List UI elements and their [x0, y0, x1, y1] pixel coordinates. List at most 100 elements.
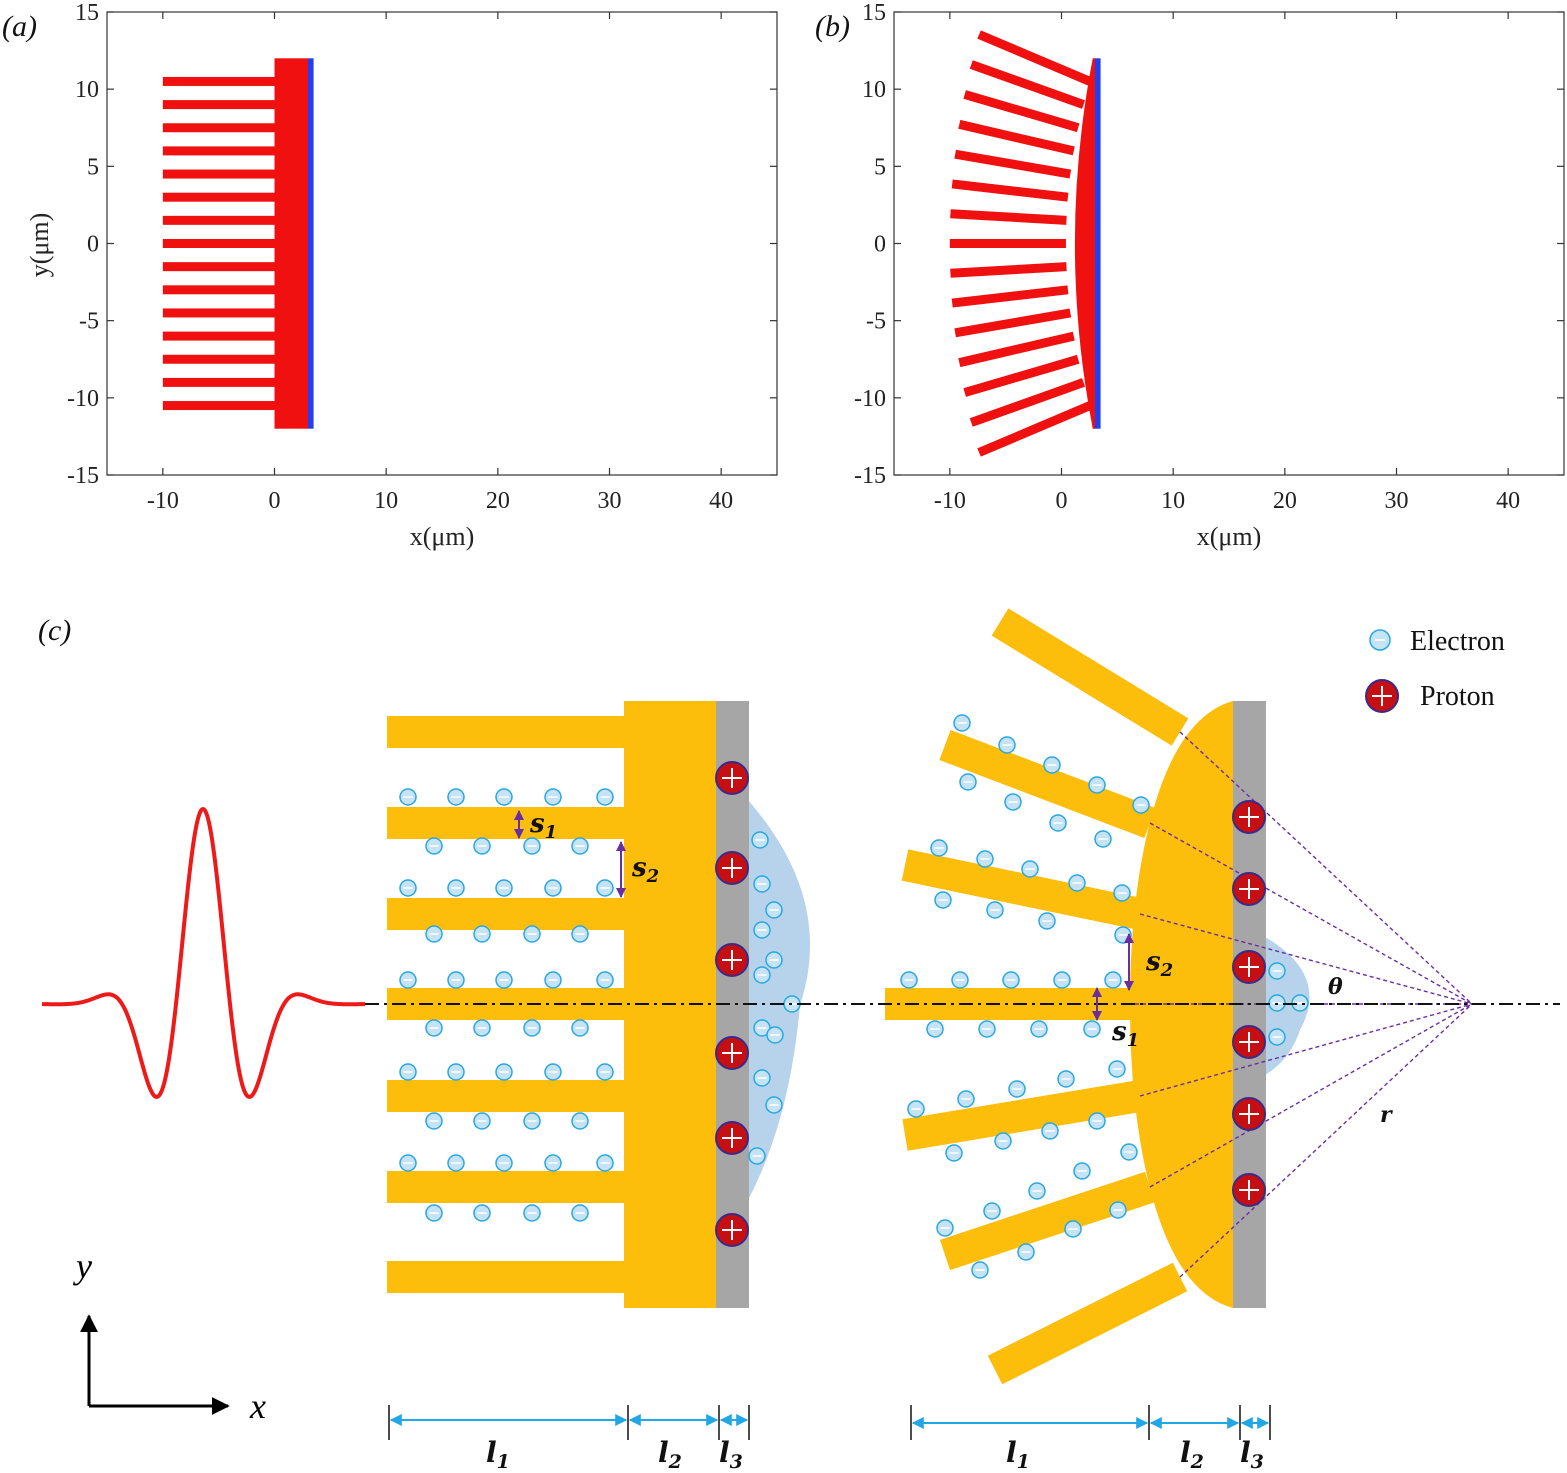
- gold-nanowire-left: [387, 1261, 627, 1293]
- panel-c-label: (c): [38, 614, 71, 647]
- nanowire-b: [977, 30, 1092, 86]
- l2-label-right: l2: [1180, 1436, 1204, 1473]
- y-tick-label: -10: [854, 386, 886, 412]
- gold-nanowire-left: [387, 807, 627, 839]
- nanowire-b: [954, 308, 1072, 338]
- spacing-marks-left: s1 s2: [514, 809, 659, 898]
- x-tick-label: 20: [486, 488, 510, 514]
- y-tick-label: 15: [862, 0, 886, 26]
- x-tick-label: 20: [1273, 488, 1297, 514]
- l3-label-right: l3: [1240, 1436, 1264, 1473]
- gold-nanowire-left: [387, 898, 627, 930]
- s1-label-right: s1: [1111, 1017, 1139, 1051]
- electron-cloud-left: [748, 800, 811, 1200]
- l1-label-right: l1: [1006, 1436, 1030, 1473]
- nanowire-a: [162, 331, 275, 341]
- y-tick-label: 10: [862, 77, 886, 103]
- y-tick-label: -10: [67, 386, 99, 412]
- nanowire-a: [162, 401, 275, 411]
- nanowire-b: [977, 401, 1092, 457]
- y-tick-label: -5: [866, 309, 886, 335]
- electrons-left: [399, 788, 801, 1222]
- nanowire-b: [951, 285, 1069, 308]
- gold-nanowire-right: [939, 1171, 1156, 1271]
- panel-c: (c) Electron Proton: [38, 608, 1560, 1473]
- nanowire-b: [951, 179, 1069, 202]
- electrons-right: [900, 714, 1309, 1279]
- gold-nanowire-right: [991, 608, 1189, 746]
- r-label: r: [1380, 1102, 1393, 1128]
- nanowire-a: [162, 169, 275, 179]
- focus-line: [1179, 1003, 1473, 1278]
- x-tick-label: 0: [269, 488, 281, 514]
- x-tick-label: 30: [598, 488, 622, 514]
- y-axis-label-a: y(μm): [25, 213, 54, 277]
- laser-pulse: [42, 806, 365, 1099]
- nanowire-a: [162, 215, 275, 225]
- substrate-a: [308, 58, 314, 429]
- flat-comb-target: [162, 58, 314, 429]
- nanowire-b: [969, 378, 1086, 427]
- curved-comb-target: [949, 30, 1101, 457]
- protons-left: [715, 761, 749, 1247]
- y-tick-label: -5: [79, 309, 99, 335]
- legend: Electron Proton: [1365, 626, 1505, 713]
- nanowire-b: [950, 262, 1067, 278]
- panel-b-label: (b): [815, 10, 850, 43]
- target-base-b: [1074, 58, 1095, 429]
- l1-label-left: l1: [486, 1436, 510, 1473]
- l3-label-left: l3: [719, 1436, 743, 1473]
- nanowire-b: [950, 209, 1067, 225]
- nanowire-a: [162, 100, 275, 110]
- nanowire-a: [162, 123, 275, 133]
- nanowire-a: [162, 308, 275, 318]
- y-tick-label: 5: [87, 154, 99, 180]
- target-base-a: [274, 58, 308, 429]
- y-tick-label: 15: [75, 0, 99, 26]
- x-tick-label: 0: [1056, 488, 1068, 514]
- y-axis-symbol: y: [73, 1246, 92, 1286]
- gold-nanowire-left: [387, 716, 627, 748]
- gold-nanowire-right: [902, 1080, 1143, 1151]
- s2-label-right: s2: [1145, 947, 1173, 981]
- y-tick-label: -15: [67, 463, 99, 489]
- y-tick-label: -15: [854, 463, 886, 489]
- theta-label: θ: [1328, 974, 1343, 1000]
- focus-line: [1149, 1003, 1473, 1188]
- gold-nanowire-left: [387, 1080, 627, 1112]
- nanowire-a: [162, 146, 275, 156]
- x-tick-label: 40: [1496, 488, 1520, 514]
- gold-nanowire-right: [901, 849, 1144, 930]
- x-axis-symbol: x: [249, 1386, 266, 1426]
- gold-nanowire-left: [387, 1171, 627, 1203]
- focus-lines: [1135, 731, 1473, 1278]
- panel-a-label: (a): [2, 10, 37, 43]
- x-tick-label: 10: [374, 488, 398, 514]
- nanowire-b: [963, 354, 1080, 397]
- nanowire-b: [963, 90, 1080, 133]
- curved-target-schematic: [885, 608, 1473, 1385]
- nanowire-a: [162, 239, 275, 248]
- x-tick-label: -10: [934, 488, 966, 514]
- nanowire-b: [969, 60, 1086, 109]
- nanowire-a: [162, 354, 275, 364]
- substrate-b: [1095, 58, 1101, 429]
- legend-proton-label: Proton: [1420, 681, 1495, 712]
- y-tick-label: 0: [874, 232, 886, 258]
- focus-line: [1139, 1003, 1473, 1097]
- x-axis-label-a: x(μm): [410, 522, 474, 551]
- nanowire-a: [162, 285, 275, 295]
- spacing-marks-right: s2 s1 θ r: [1092, 933, 1393, 1128]
- y-tick-label: 0: [87, 232, 99, 258]
- focus-line: [1149, 822, 1473, 1005]
- nanowire-a: [162, 262, 275, 272]
- gold-nanowire-right: [987, 1262, 1188, 1385]
- y-tick-label: 10: [75, 77, 99, 103]
- nanowire-a: [162, 377, 275, 387]
- x-tick-label: 10: [1161, 488, 1185, 514]
- nanowire-a: [162, 76, 275, 86]
